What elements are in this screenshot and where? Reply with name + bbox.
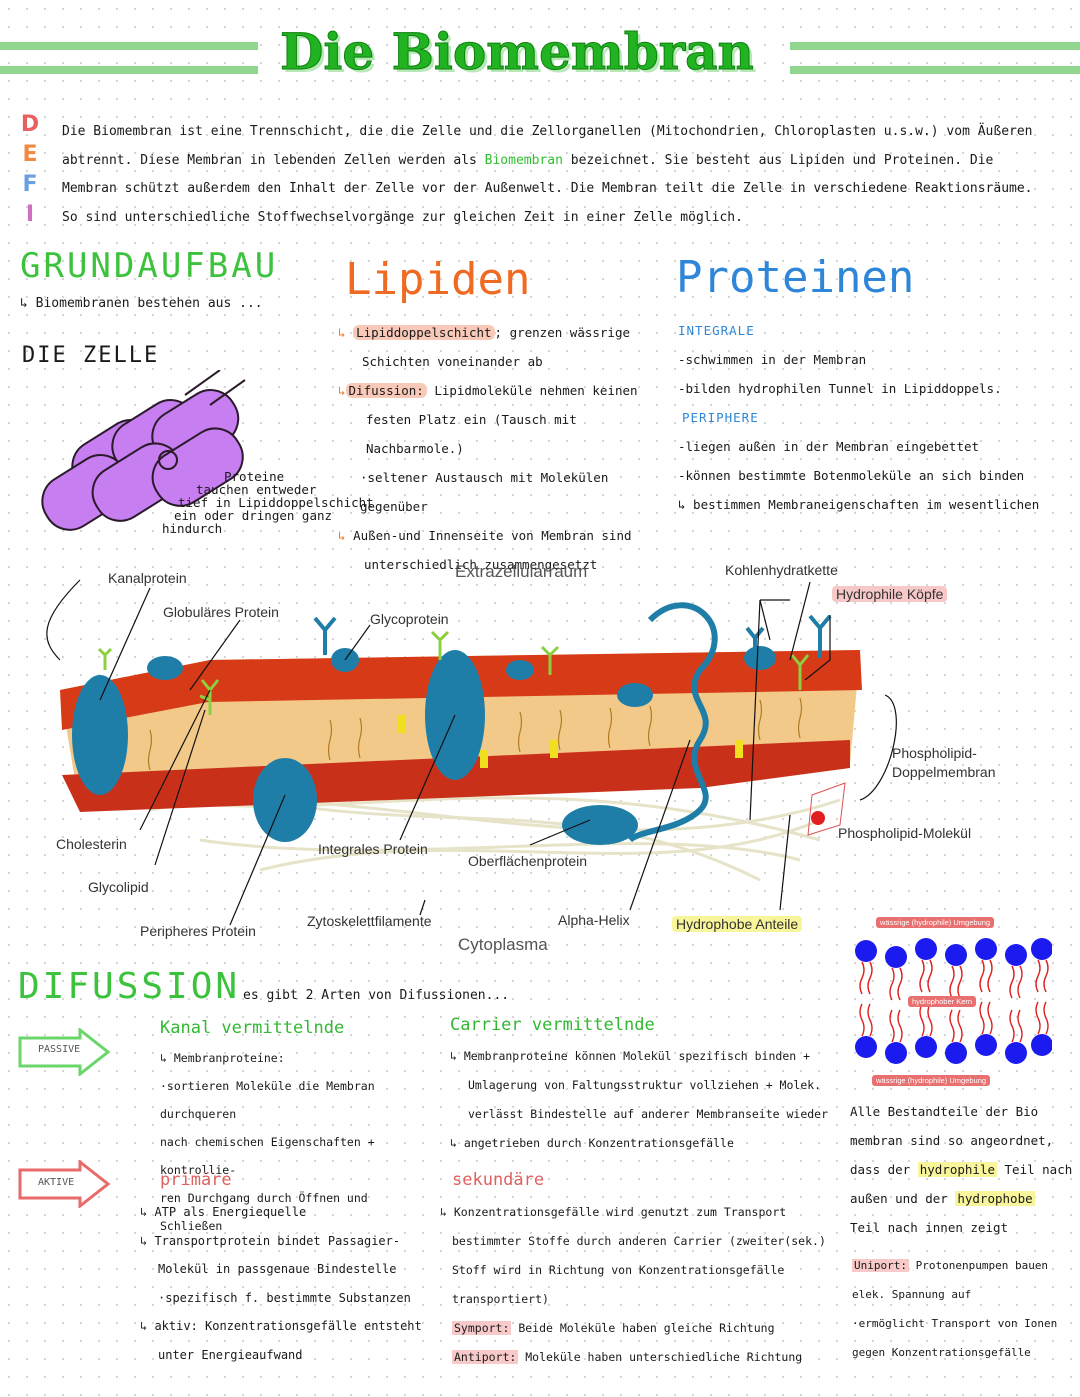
phospholipid-box (807, 782, 846, 836)
bilayer-core-label: hydrophober Kern (908, 996, 977, 1007)
kanal-text: ↳ Membranproteine: ·sortieren Moleküle d… (160, 1051, 375, 1233)
label-hydrophile-koepfe: Hydrophile Köpfe (832, 586, 948, 602)
grundaufbau-heading: GRUNDAUFBAU (20, 246, 279, 286)
aktive-badge: AKTIVE (38, 1177, 75, 1188)
antiport-line: Antiport: Moleküle haben unterschiedlich… (452, 1350, 803, 1364)
bilayer-tails (859, 959, 1049, 1043)
carrier-text: ↳ Membranproteine können Molekül spezifi… (450, 1049, 829, 1150)
label-cholesterin: Cholesterin (56, 836, 127, 852)
title-banner: Die Biomembran (0, 20, 1080, 90)
phospholipid-head (811, 811, 825, 825)
defi-letter: I (25, 202, 35, 227)
alpha-helix-protein (627, 602, 718, 843)
label-globulares: Globuläres Protein (163, 604, 279, 620)
title-rule-left (0, 42, 258, 50)
symport-line: Symport: Beide Moleküle haben gleiche Ri… (452, 1321, 775, 1335)
page-title: Die Biomembran (280, 22, 755, 82)
label-kohlenhydratkette: Kohlenhydratkette (725, 562, 838, 578)
lipiden-item: festen Platz ein (Tausch mit Nachbarmole… (366, 412, 577, 456)
primaere-text: ↳ ATP als Energiequelle ↳ Transportprote… (140, 1205, 422, 1362)
aktive-arrow-icon (18, 1160, 111, 1208)
label-glycoprotein: Glycoprotein (370, 611, 449, 627)
lipiden-item: ↳ Lipiddoppelschicht; grenzen wässrige (338, 325, 630, 340)
integrale-heading: INTEGRALE (678, 323, 755, 338)
cholesterol (398, 715, 743, 768)
leader-lines (46, 579, 897, 926)
defi-letter: E (22, 142, 38, 167)
label-kanalprotein: Kanalprotein (108, 570, 187, 586)
sekundaere-heading: sekundäre (452, 1170, 545, 1190)
lipiden-heading: Lipiden (345, 254, 531, 305)
passive-arrow-icon (18, 1028, 111, 1076)
cell-illustration (41, 370, 246, 531)
membrane-diagram (46, 579, 897, 926)
defi-letters: D E F I (18, 110, 42, 230)
lipiden-item: unterschiedlich zusammengesetzt (364, 557, 598, 572)
zelle-label: DIE ZELLE (22, 343, 160, 368)
label-phospholipid-doppelmembran: Phospholipid- Doppelmembran (892, 745, 996, 780)
proteinen-list: INTEGRALE -schwimmen in der Membran -bil… (678, 316, 1073, 519)
zelle-note: Proteine tauchen entweder tief in Lipidd… (162, 469, 374, 536)
periphere-heading: PERIPHERE (682, 410, 759, 425)
label-oberflaechenprotein: Oberflächenprotein (468, 853, 588, 869)
bilayer-diagram (855, 938, 1052, 1064)
definition-text: Die Biomembran ist eine Trennschicht, di… (62, 124, 1033, 225)
lipiden-list: ↳ Lipiddoppelschicht; grenzen wässrige S… (338, 318, 668, 579)
difussion-sub: es gibt 2 Arten von Difussionen... (243, 988, 510, 1003)
bilayer-text: Alle Bestandteile der Bio membran sind s… (850, 1104, 1073, 1235)
label-peripheres-protein: Peripheres Protein (140, 923, 256, 939)
label-extrazellularraum: Extrazellularraum (455, 562, 588, 581)
label-hydrophobe-anteile: Hydrophobe Anteile (672, 916, 803, 932)
label-glycolipid: Glycolipid (88, 879, 149, 895)
kanal-heading: Kanal vermittelnde (160, 1018, 345, 1038)
label-zytoskelettfilamente: Zytoskelettfilamente (307, 913, 432, 929)
label-alpha-helix: Alpha-Helix (558, 912, 630, 928)
bilayer-heads (855, 938, 1052, 1064)
primaere-heading: primäre (160, 1170, 232, 1190)
highlight-biomembran: Biomembran (484, 152, 563, 168)
lipiden-item: ·seltener Austausch mit Molekülen gegenü… (360, 470, 609, 514)
proteinen-heading: Proteinen (676, 252, 915, 303)
label-phospholipid-molekuel: Phospholipid-Molekül (838, 825, 972, 841)
lipiden-item: Schichten voneinander ab (362, 354, 543, 369)
title-rule-left-2 (0, 66, 258, 74)
carrier-heading: Carrier vermittelnde (450, 1015, 655, 1035)
lipiden-item: ↳Difussion: Lipidmoleküle nehmen keinen (338, 383, 638, 398)
title-rule-right-2 (790, 66, 1080, 74)
sekundaere-text: ↳ Konzentrationsgefälle wird genutzt zum… (440, 1198, 835, 1372)
label-integrales-protein: Integrales Protein (318, 841, 428, 857)
bilayer-top-label: wässrige (hydrophile) Umgebung (876, 917, 995, 928)
lipiden-item: ↳ Außen-und Innenseite von Membran sind (338, 528, 632, 543)
passive-badge: PASSIVE (38, 1044, 81, 1055)
difussion-heading: DIFUSSION (18, 966, 241, 1007)
label-cytoplasma: Cytoplasma (458, 935, 548, 954)
defi-letter: F (22, 172, 38, 197)
grundaufbau-sub: ↳ Biomembranen bestehen aus ... (20, 296, 263, 311)
bilayer-bottom-label: wässrige (hydrophile) Umgebung (872, 1075, 991, 1086)
defi-letter: D (20, 112, 40, 137)
uniport-text: Uniport: Protonenpumpen bauen elek. Span… (852, 1259, 1058, 1359)
title-rule-right (790, 42, 1080, 50)
